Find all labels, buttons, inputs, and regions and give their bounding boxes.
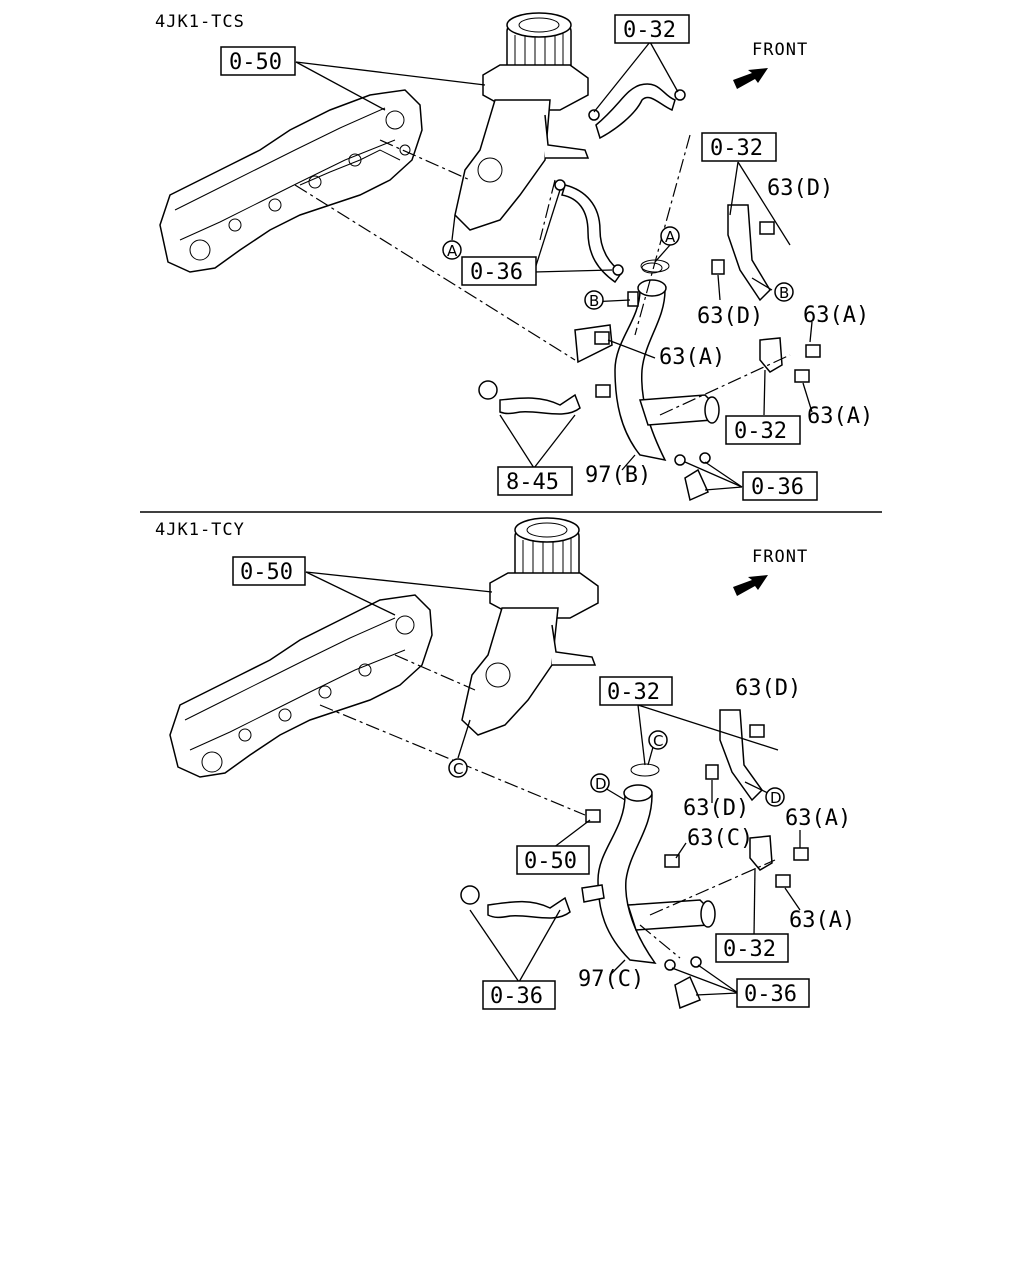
gasket (640, 259, 670, 273)
ref-label: 0-36 (744, 982, 797, 1007)
part-label: 63(D) (683, 796, 749, 821)
marker-circle: C (448, 758, 468, 778)
part-label: 63(A) (803, 303, 869, 328)
air-pipe-97b (614, 262, 720, 462)
hose-lower (487, 896, 571, 919)
ref-box-032: 0-32 (701, 132, 777, 162)
ref-box-032: 0-32 (599, 676, 673, 706)
ref-label: 0-50 (240, 560, 293, 585)
marker-circle: D (590, 773, 610, 793)
marker-letter: C (653, 732, 663, 750)
marker-letter: C (453, 760, 463, 778)
part-label: 63(D) (697, 304, 763, 329)
clamps-top (478, 89, 711, 502)
marker-circle: B (774, 282, 794, 302)
clamps-bottom (460, 885, 702, 1010)
front-arrow-icon (733, 575, 768, 596)
ref-label: 0-32 (607, 680, 660, 705)
alignment-line (294, 184, 576, 361)
ref-box-036: 0-36 (461, 256, 537, 286)
ref-label: 0-32 (734, 419, 787, 444)
ref-label: 8-45 (506, 470, 559, 495)
gasket (630, 763, 660, 777)
section-4jk1-tcs: 4JK1-TCS FRONT (155, 12, 873, 502)
alignment-line (539, 179, 556, 241)
part-label: 63(A) (789, 908, 855, 933)
part-label: 63(A) (659, 345, 725, 370)
egr-valve (461, 517, 599, 736)
marker-letter: D (595, 775, 607, 793)
marker-letter: B (779, 284, 789, 302)
ref-box-845: 8-45 (497, 466, 573, 496)
alignment-line (394, 654, 476, 691)
bracket-lower (749, 835, 773, 871)
air-pipe-97c (581, 784, 716, 964)
intake-manifold (169, 594, 433, 778)
ref-box-032: 0-32 (715, 933, 789, 963)
marker-letter: B (589, 292, 599, 310)
marker-circle: D (765, 787, 785, 807)
ref-box-036: 0-36 (742, 471, 818, 501)
ref-label: 0-32 (623, 18, 676, 43)
front-label: FRONT (752, 547, 808, 567)
ref-box-032: 0-32 (614, 14, 690, 44)
bracket-upper (727, 204, 771, 302)
ref-label: 0-36 (751, 475, 804, 500)
alignment-line (379, 139, 471, 181)
part-label: 63(D) (735, 676, 801, 701)
part-label: 63(A) (807, 404, 873, 429)
marker-circle: A (442, 240, 462, 260)
bolts-bottom (585, 724, 809, 888)
leader-lines-top (295, 41, 813, 491)
part-label: 63(C) (687, 826, 753, 851)
marker-circle: A (660, 226, 680, 246)
egr-valve (454, 12, 590, 231)
marker-circle: C (648, 730, 668, 750)
hose-upper (595, 83, 676, 140)
leader-lines-bottom (305, 571, 801, 996)
marker-circle: B (584, 290, 604, 310)
front-arrow-icon (733, 68, 768, 89)
part-label: 63(D) (767, 176, 833, 201)
ref-box-036: 0-36 (482, 980, 556, 1010)
bracket-lower (759, 337, 783, 373)
bolts-top (594, 221, 821, 398)
ref-box-050: 0-50 (516, 845, 590, 875)
marker-letter: A (665, 228, 676, 246)
bracket-upper (719, 709, 763, 802)
ref-box-032: 0-32 (725, 415, 801, 445)
ref-label: 0-36 (470, 260, 523, 285)
part-label: 97(B) (585, 463, 651, 488)
alignment-line (639, 924, 681, 959)
intake-manifold (159, 89, 423, 273)
alignment-line (659, 354, 791, 416)
hose-lower (499, 393, 581, 415)
ref-label: 0-32 (723, 937, 776, 962)
section-title: 4JK1-TCY (155, 520, 245, 540)
hose-middle (561, 184, 624, 284)
ref-label: 0-50 (524, 849, 577, 874)
ref-box-050: 0-50 (220, 46, 296, 76)
part-label: 97(C) (578, 967, 644, 992)
alignment-line (649, 859, 776, 916)
ref-box-036: 0-36 (736, 978, 810, 1008)
marker-letter: D (770, 789, 782, 807)
ref-label: 0-36 (490, 984, 543, 1009)
ref-label: 0-50 (229, 50, 282, 75)
front-label: FRONT (752, 40, 808, 60)
marker-letter: A (447, 242, 458, 260)
ref-label: 0-32 (710, 136, 763, 161)
section-title: 4JK1-TCS (155, 12, 245, 32)
part-label: 63(A) (785, 806, 851, 831)
ref-box-050: 0-50 (232, 556, 306, 586)
section-4jk1-tcy: 4JK1-TCY FRONT (155, 517, 855, 1010)
